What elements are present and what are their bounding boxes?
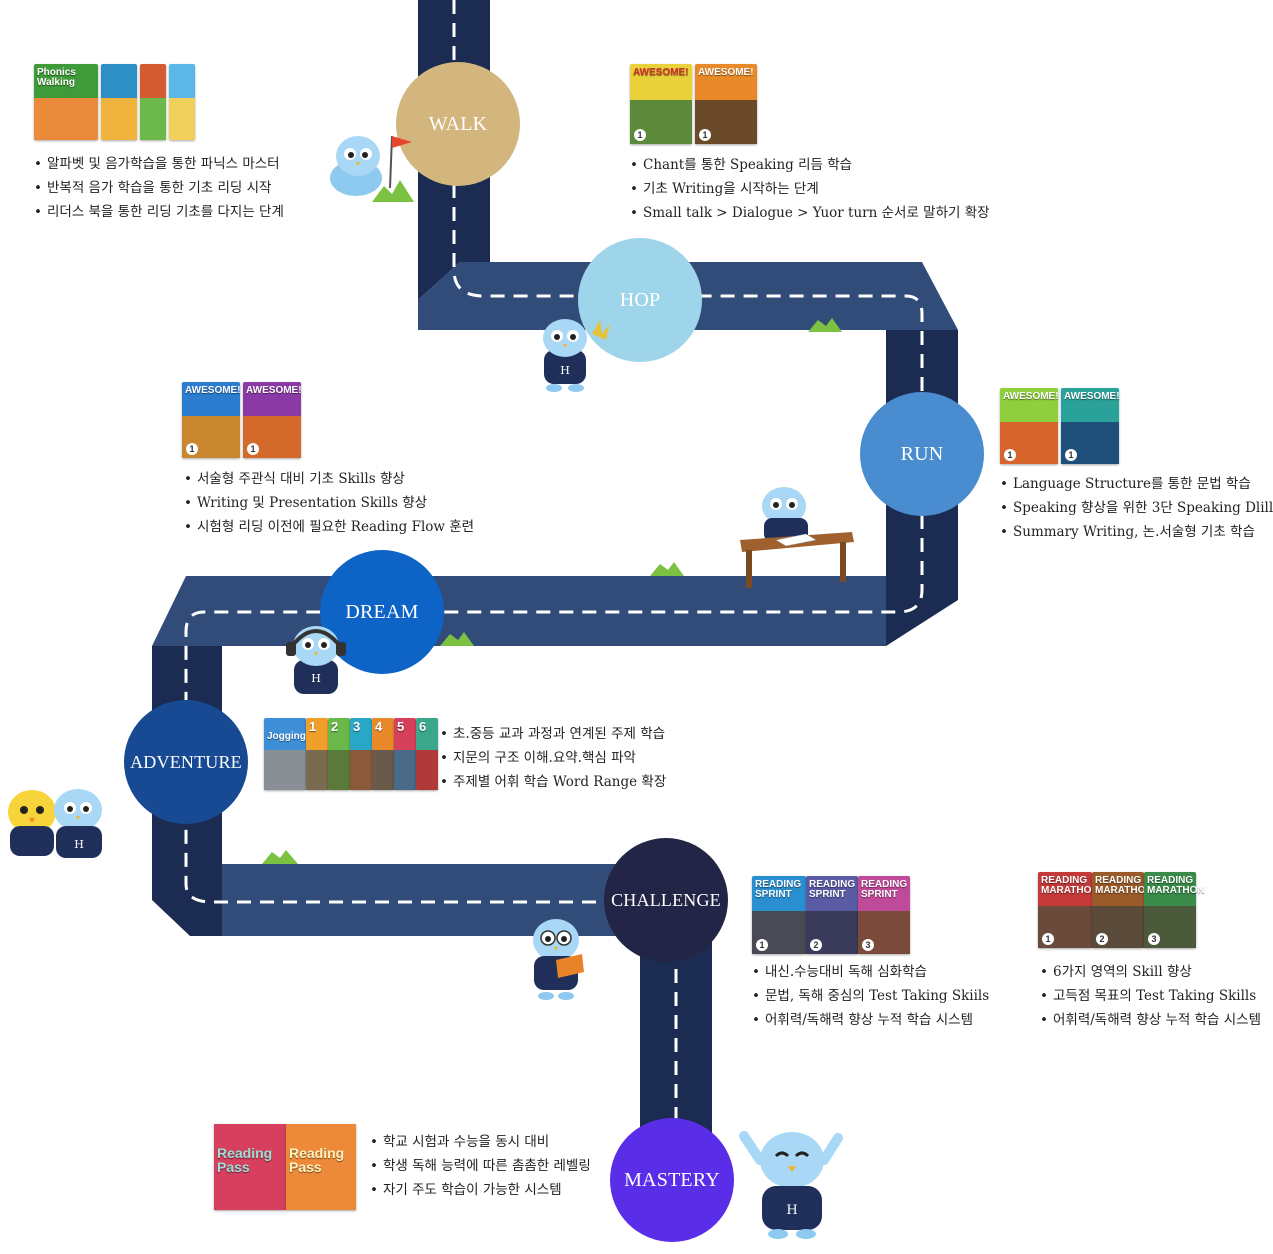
- run-books: AWESOME!1 AWESOME!1: [1000, 388, 1120, 464]
- stage-hop: HOP: [578, 238, 702, 362]
- list-item: 지문의 구조 이해.요약.핵심 파악: [440, 746, 666, 770]
- stage-mastery: MASTERY: [610, 1118, 734, 1242]
- book-cover: AWESOME!1: [1000, 388, 1059, 464]
- owl-mascot-flag: [330, 135, 412, 196]
- stage-challenge-label: CHALLENGE: [611, 889, 721, 910]
- grass-tufts: [262, 180, 842, 864]
- list-item: 학교 시험과 수능을 동시 대비: [370, 1130, 591, 1154]
- list-item: 알파벳 및 음가학습을 통한 파닉스 마스터: [34, 152, 284, 176]
- svg-text:H: H: [786, 1203, 797, 1218]
- book-cover: Reading Pass: [286, 1124, 356, 1210]
- list-item: 자기 주도 학습이 가능한 시스템: [370, 1178, 591, 1202]
- list-item: Chant를 통한 Speaking 리듬 학습: [630, 153, 990, 177]
- book-cover: 5: [394, 718, 416, 790]
- owl-and-chick-mascots: H: [8, 789, 102, 858]
- stage-run: RUN: [860, 392, 984, 516]
- book-cover: Jogging: [264, 718, 306, 790]
- hop-bullets: Chant를 통한 Speaking 리듬 학습 기초 Writing을 시작하…: [630, 153, 990, 225]
- list-item: 반복적 음가 학습을 통한 기초 리딩 시작: [34, 176, 284, 200]
- adventure-bullets: 초.중등 교과 과정과 연계된 주제 학습 지문의 구조 이해.요약.핵심 파악…: [440, 722, 666, 794]
- list-item: 시험형 리딩 이전에 필요한 Reading Flow 훈련: [184, 515, 474, 539]
- stage-run-label: RUN: [900, 442, 944, 465]
- stage-walk-label: WALK: [428, 112, 488, 135]
- marathon-bullets: 6가지 영역의 Skill 향상 고득점 목표의 Test Taking Ski…: [1040, 960, 1261, 1032]
- book-cover: Phonics Walking: [34, 64, 98, 140]
- hop-books: AWESOME!1 AWESOME!1: [630, 64, 757, 144]
- book-cover: 1: [306, 718, 328, 790]
- list-item: 기초 Writing을 시작하는 단계: [630, 177, 990, 201]
- book-cover: Reading Pass: [214, 1124, 286, 1210]
- book-cover: 4: [372, 718, 394, 790]
- list-item: 고득점 목표의 Test Taking Skills: [1040, 984, 1261, 1008]
- stage-adventure: ADVENTURE: [124, 700, 248, 824]
- list-item: Summary Writing, 논.서술형 기초 학습: [1000, 520, 1273, 544]
- list-item: 서술형 주관식 대비 기초 Skills 향상: [184, 467, 474, 491]
- list-item: 어휘력/독해력 향상 누적 학습 시스템: [752, 1008, 989, 1032]
- svg-text:H: H: [560, 364, 570, 377]
- road-dash-line: [184, 0, 924, 1140]
- adventure-books: Jogging 1 2 3 4 5 6: [264, 718, 438, 790]
- mastery-bullets: 학교 시험과 수능을 동시 대비 학생 독해 능력에 따른 촘촘한 레벨링 자기…: [370, 1130, 591, 1202]
- stage-walk: WALK: [396, 62, 520, 186]
- mastery-books: Reading Pass Reading Pass: [214, 1124, 356, 1210]
- list-item: 내신.수능대비 독해 심화학습: [752, 960, 989, 984]
- svg-text:H: H: [74, 838, 84, 851]
- book-cover: 3: [350, 718, 372, 790]
- list-item: 6가지 영역의 Skill 향상: [1040, 960, 1261, 984]
- book-cover: AWESOME!1: [243, 382, 302, 458]
- walk-books: Phonics Walking: [34, 64, 195, 140]
- list-item: 학생 독해 능력에 따른 촘촘한 레벨링: [370, 1154, 591, 1178]
- list-item: 초.중등 교과 과정과 연계된 주제 학습: [440, 722, 666, 746]
- list-item: 어휘력/독해력 향상 누적 학습 시스템: [1040, 1008, 1261, 1032]
- list-item: 주제별 어휘 학습 Word Range 확장: [440, 770, 666, 794]
- list-item: 리더스 북을 통한 리딩 기초를 다지는 단계: [34, 200, 284, 224]
- list-item: Speaking 향상을 위한 3단 Speaking Dlill: [1000, 496, 1273, 520]
- owl-mascot-desk: [740, 487, 854, 588]
- list-item: Small talk > Dialogue > Yuor turn 순서로 말하…: [630, 201, 990, 225]
- book-cover: [169, 64, 195, 140]
- stage-dream-label: DREAM: [345, 600, 419, 623]
- svg-text:H: H: [311, 672, 321, 685]
- owl-mascot-reading: [533, 919, 584, 1000]
- owl-mascot-celebrate: H: [739, 1131, 843, 1239]
- list-item: Language Structure를 통한 문법 학습: [1000, 472, 1273, 496]
- book-cover: 6: [416, 718, 438, 790]
- road-segment-challenge: [222, 864, 660, 936]
- book-cover: 2: [328, 718, 350, 790]
- run-bullets: Language Structure를 통한 문법 학습 Speaking 향상…: [1000, 472, 1273, 544]
- dream-books: AWESOME!1 AWESOME!1: [182, 382, 302, 458]
- owl-mascot-headphones: H: [286, 626, 346, 694]
- book-cover: [101, 64, 137, 140]
- stage-challenge: CHALLENGE: [604, 838, 728, 962]
- book-cover: AWESOME!1: [182, 382, 241, 458]
- stage-mastery-label: MASTERY: [624, 1168, 720, 1191]
- stage-hop-label: HOP: [619, 288, 661, 311]
- challenge-bullets: 내신.수능대비 독해 심화학습 문법, 독해 중심의 Test Taking S…: [752, 960, 989, 1032]
- book-cover: AWESOME!1: [1061, 388, 1120, 464]
- book-cover: [140, 64, 166, 140]
- owl-mascot-hop: H: [543, 319, 610, 392]
- book-cover: AWESOME!1: [695, 64, 757, 144]
- stage-adventure-label: ADVENTURE: [130, 751, 242, 772]
- book-cover: AWESOME!1: [630, 64, 692, 144]
- walk-bullets: 알파벳 및 음가학습을 통한 파닉스 마스터 반복적 음가 학습을 통한 기초 …: [34, 152, 284, 224]
- dream-bullets: 서술형 주관식 대비 기초 Skills 향상 Writing 및 Presen…: [184, 467, 474, 539]
- list-item: Writing 및 Presentation Skills 향상: [184, 491, 474, 515]
- list-item: 문법, 독해 중심의 Test Taking Skiils: [752, 984, 989, 1008]
